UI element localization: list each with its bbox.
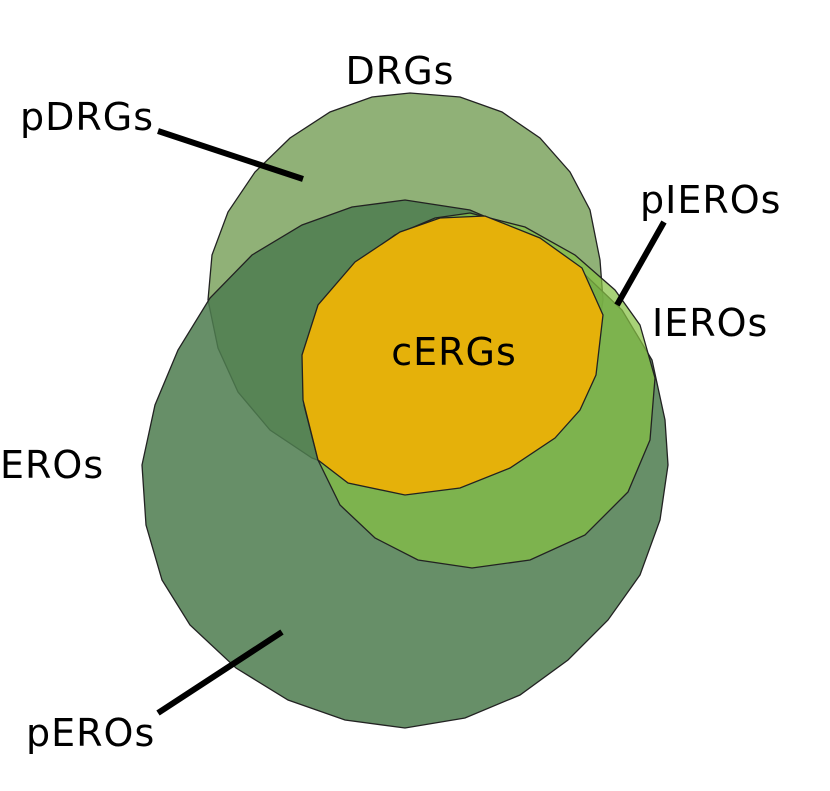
pdrgs-leader-line bbox=[157, 128, 304, 182]
peros-leader-line bbox=[156, 629, 284, 716]
label-drgs: DRGs bbox=[346, 49, 455, 93]
label-pdrgs: pDRGs bbox=[20, 95, 154, 139]
label-eros: EROs bbox=[0, 443, 104, 487]
label-ieros: IEROs bbox=[652, 301, 768, 345]
label-cergs: cERGs bbox=[391, 330, 517, 374]
cergs-region bbox=[301, 215, 604, 496]
label-pieros: pIEROs bbox=[640, 178, 781, 222]
pieros-leader-line bbox=[614, 220, 667, 307]
label-peros: pEROs bbox=[26, 711, 155, 755]
